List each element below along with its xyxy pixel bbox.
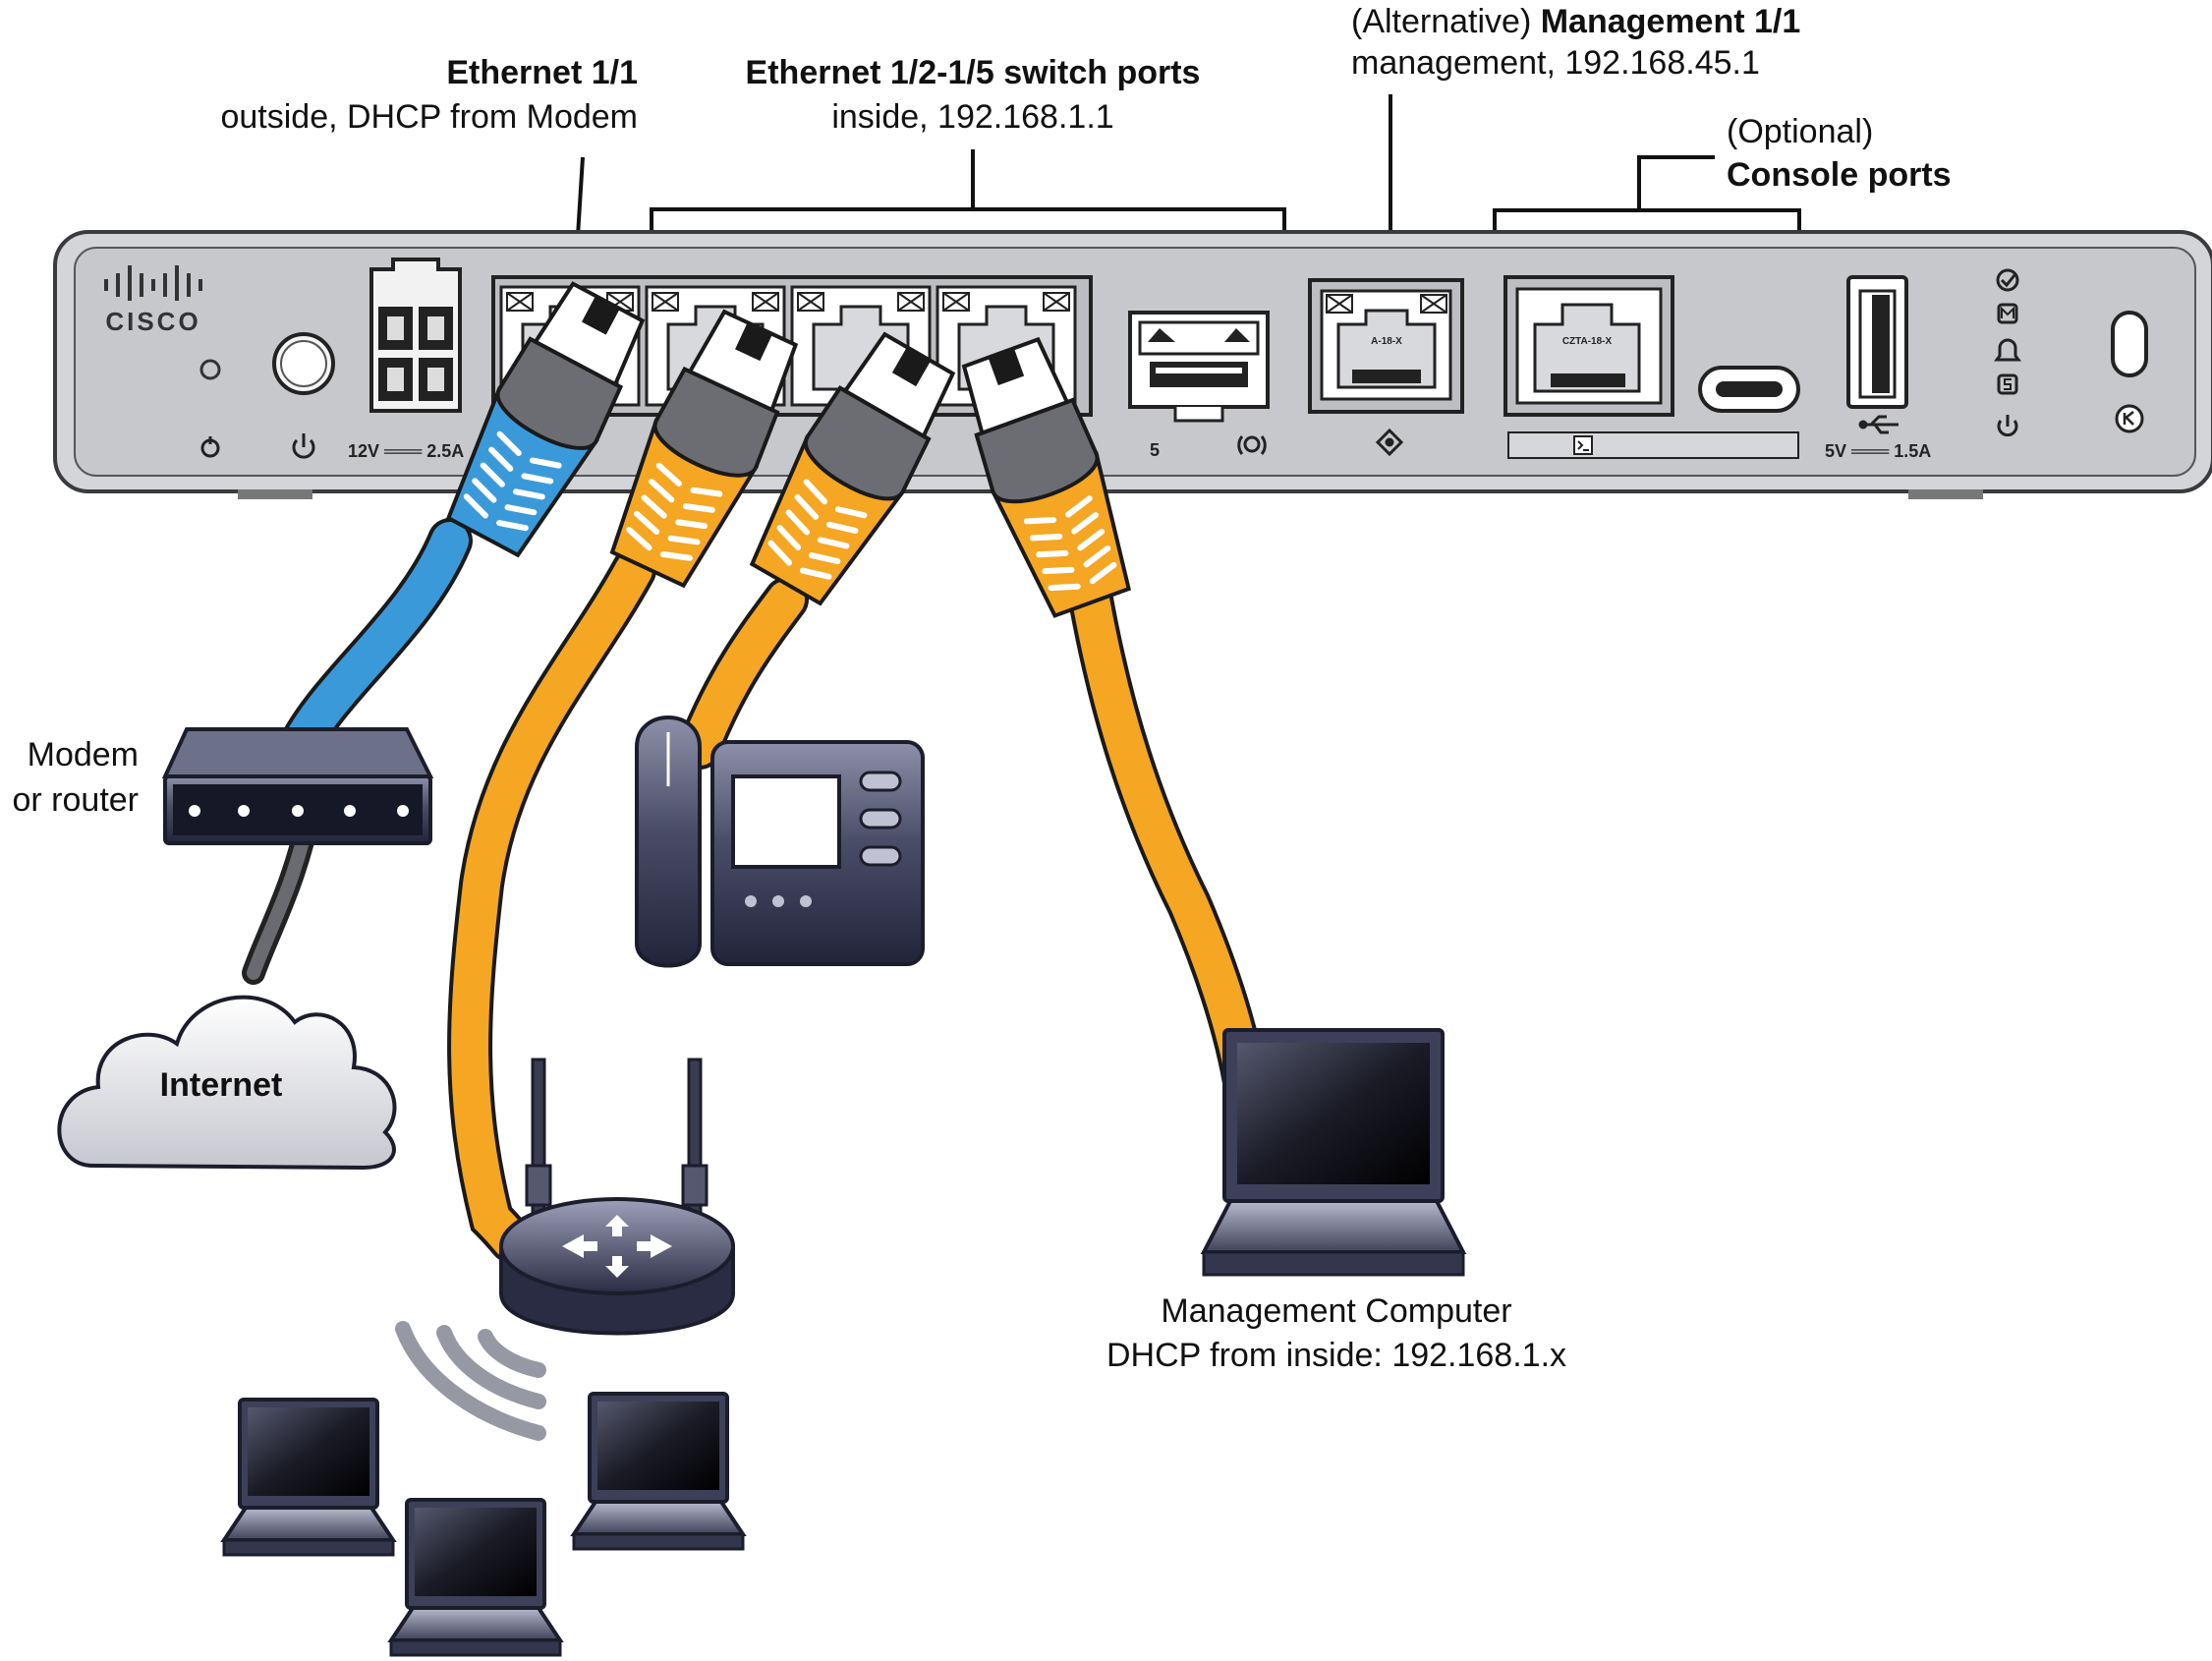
switch-connector-1 [609, 309, 799, 589]
status-icon-column [1994, 268, 2021, 437]
eth11-arrow-line [576, 156, 585, 237]
switch-connector-3 [961, 336, 1131, 618]
internet-label: Internet [159, 1066, 283, 1104]
status-led [199, 359, 221, 380]
firewall-chassis: CISCO 12V ═══ 2.5A [53, 230, 2212, 499]
modem-router-device [161, 727, 434, 845]
wireless-laptop-1 [220, 1398, 397, 1557]
sfp-port-number: 5 [1150, 440, 1160, 460]
eth11-title: Ethernet 1/1 [446, 54, 638, 91]
console-ports-title: Console ports [1727, 156, 1952, 194]
cisco-brand-text: CISCO [105, 307, 200, 336]
console-prefix: (Optional) [1727, 113, 1874, 150]
management-computer-dhcp: DHCP from inside: 192.168.1.x [1106, 1337, 1567, 1374]
wireless-signal-icon [395, 1321, 546, 1441]
wireless-access-point [499, 1058, 735, 1336]
managed-icon [1997, 303, 2018, 324]
console-port-chip-label: CZTA-18-X [1562, 336, 1613, 347]
management-callout-title: (Alternative) Management 1/1 [1351, 0, 1800, 43]
mgmt-cable [1072, 581, 1267, 1119]
eth11-connector [445, 281, 646, 558]
chassis-foot-left [238, 489, 312, 499]
sfp-link-icon [1237, 435, 1267, 455]
console-label-strip [1507, 431, 1799, 459]
management-computer [1200, 1028, 1467, 1277]
power-icon [292, 433, 315, 459]
ip-phone [635, 716, 925, 968]
console-rj45-port[interactable]: CZTA-18-X [1503, 275, 1674, 417]
usb-rating-label: 5V ═══ 1.5A [1825, 441, 1931, 461]
cisco-logo: CISCO [104, 265, 202, 336]
eth11-description: outside, DHCP from Modem [220, 98, 638, 136]
outside-cable [276, 522, 469, 775]
switch-connector-2 [749, 331, 956, 606]
connector-group [445, 281, 1131, 618]
ssd-icon [1997, 373, 2018, 395]
management-port-chip-label: A-18-X [1371, 336, 1402, 347]
modem-label-line2: or router [12, 781, 140, 819]
management-title: Management 1/1 [1540, 3, 1801, 40]
reset-icon [200, 436, 220, 458]
usb-a-port[interactable] [1846, 275, 1908, 409]
lock-slot [2111, 311, 2148, 377]
chassis-foot-right [1908, 489, 1983, 499]
management-port[interactable]: A-18-X [1308, 278, 1464, 414]
power-connector [369, 258, 462, 413]
alarm-bell-icon [1994, 338, 2021, 362]
console-icon [1573, 435, 1593, 455]
sfp-port[interactable] [1128, 311, 1270, 423]
switch-ports-title: Ethernet 1/2-1/5 switch ports [745, 54, 1201, 91]
modem-label-line1: Modem [27, 736, 139, 773]
ap-cable [451, 551, 652, 1259]
console-usb-c-port[interactable] [1698, 366, 1800, 413]
internet-cloud [57, 995, 397, 1171]
management-port-icon [1375, 428, 1404, 457]
power-status-icon [1997, 420, 2018, 437]
laptop-group [220, 1028, 1467, 1657]
phone-cable [681, 581, 805, 766]
management-computer-label: Management Computer [1161, 1292, 1512, 1330]
usb-icon [1858, 415, 1899, 434]
management-description: management, 192.168.45.1 [1351, 44, 1760, 82]
kensington-lock-icon [2115, 404, 2144, 433]
management-prefix: (Alternative) [1351, 3, 1532, 40]
system-ok-icon [1996, 268, 2019, 292]
wireless-laptop-2 [570, 1392, 747, 1551]
wireless-laptop-3 [387, 1498, 564, 1657]
switch-ports-description: inside, 192.168.1.1 [831, 98, 1114, 136]
power-rating-label: 12V ═══ 2.5A [348, 441, 464, 461]
